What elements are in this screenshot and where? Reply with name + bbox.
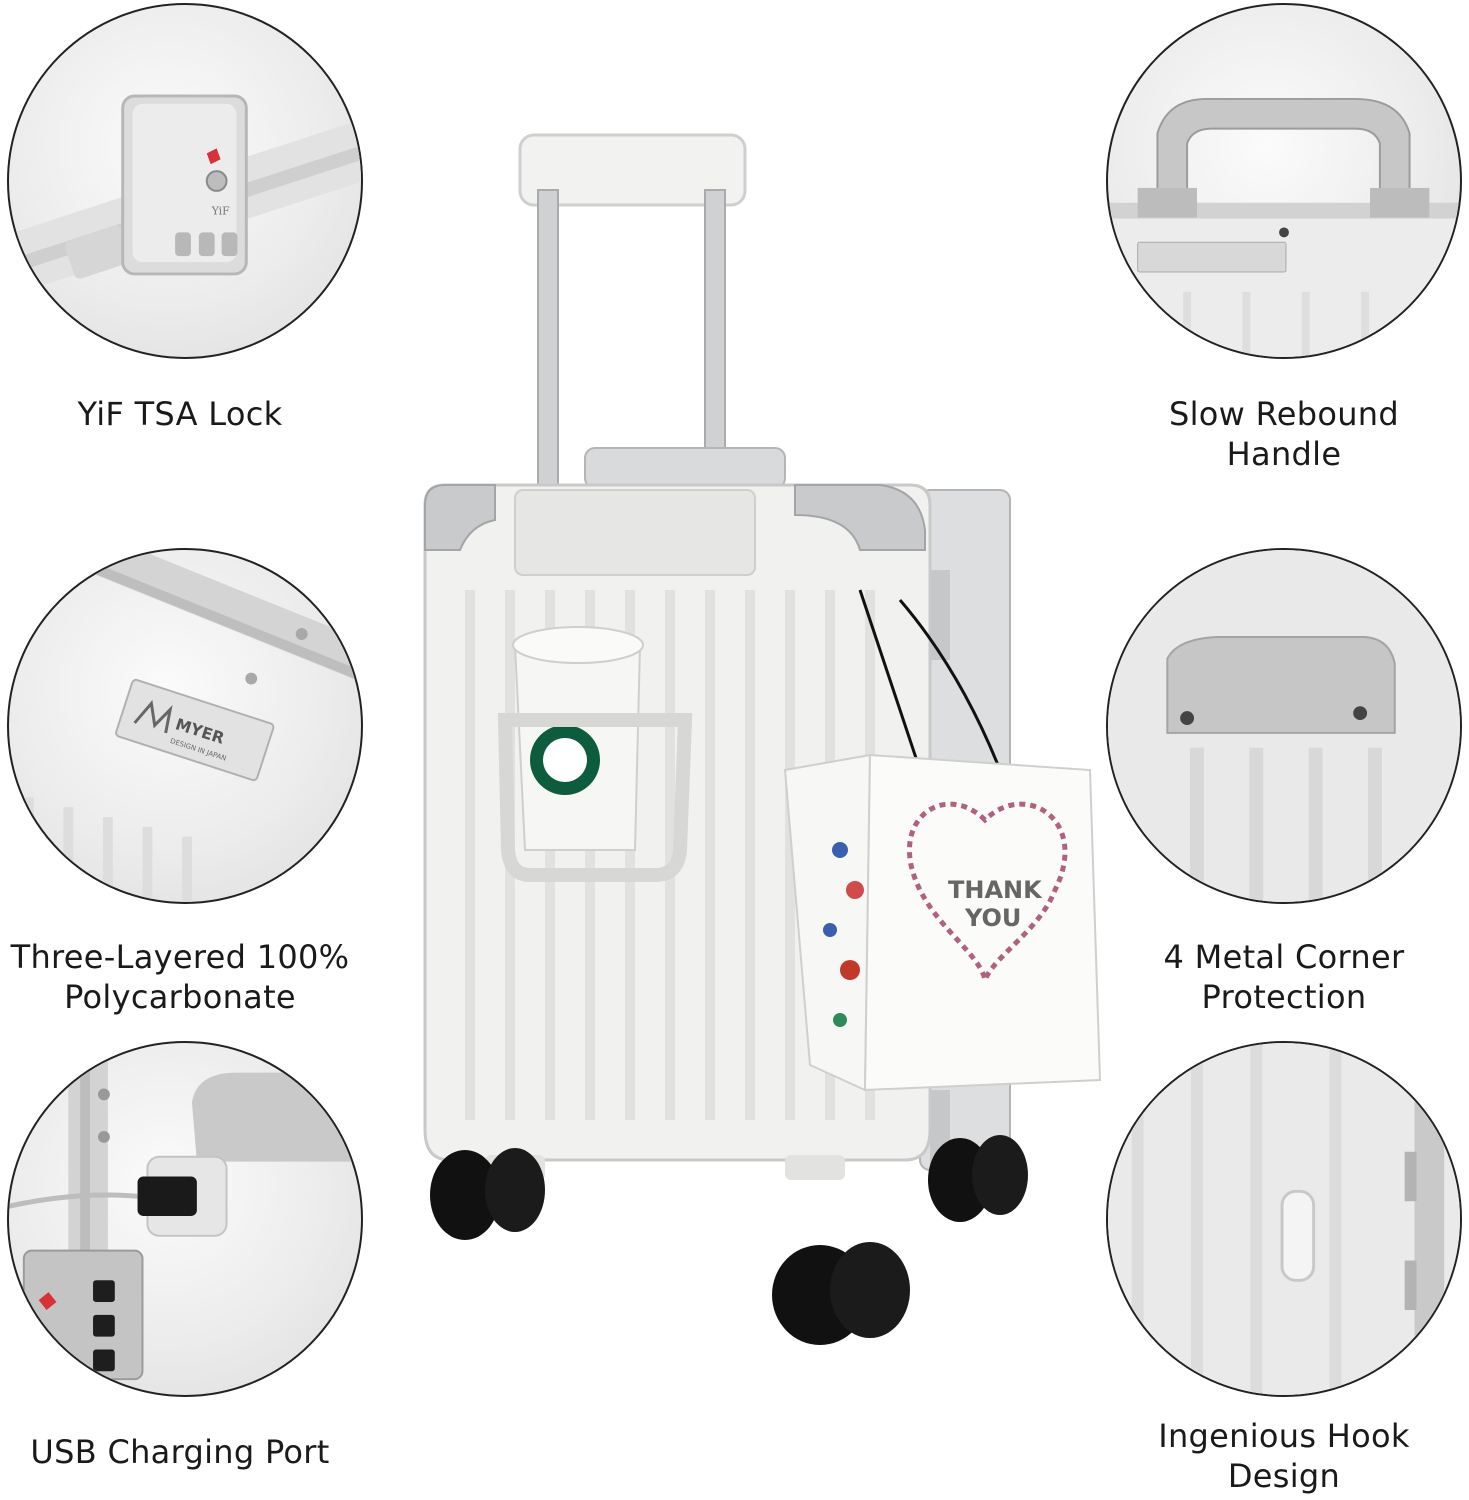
rebound-handle-illustration — [1108, 97, 1460, 357]
hook-detail-image — [1106, 1041, 1462, 1397]
tsa-lock-illustration: YiF — [9, 94, 361, 297]
usb-port-caption: USB Charging Port — [30, 1433, 330, 1471]
trolley-handle — [518, 133, 747, 207]
polycarbonate-detail-image: MYER DESIGN IN JAPAN — [7, 548, 363, 904]
corner-cap — [424, 484, 496, 551]
polycarbonate-caption: Three-Layered 100% Polycarbonate — [10, 938, 350, 1016]
metal-corner-detail-image — [1106, 548, 1462, 904]
suitcase-illustration: THANK YOU — [423, 133, 1102, 1345]
metal-corner-caption: 4 Metal Corner Protection — [1163, 938, 1405, 1016]
hook-caption: Ingenious Hook Design — [1158, 1417, 1410, 1495]
suitcase-product-image: THANK YOU — [400, 130, 1120, 1360]
cup-holder — [497, 626, 693, 882]
hook-illustration — [1108, 1043, 1460, 1395]
rebound-handle-caption: Slow Rebound Handle — [1169, 395, 1399, 473]
wheels — [430, 1135, 1028, 1345]
bag-text-thank: THANK — [948, 876, 1043, 904]
usb-port-illustration — [9, 1043, 361, 1395]
rebound-handle-detail-image — [1106, 3, 1462, 359]
metal-corner-illustration — [1108, 550, 1460, 902]
lock-brand-mark: YiF — [211, 205, 230, 218]
usb-port-detail-image — [7, 1041, 363, 1397]
gift-bag: THANK YOU — [783, 589, 1102, 1092]
polycarbonate-illustration: MYER DESIGN IN JAPAN — [9, 550, 361, 902]
tsa-lock-detail-image: YiF — [7, 3, 363, 359]
bag-text-you: YOU — [964, 904, 1021, 932]
corner-cap — [794, 484, 926, 551]
tsa-lock-caption: YiF TSA Lock — [77, 395, 283, 433]
